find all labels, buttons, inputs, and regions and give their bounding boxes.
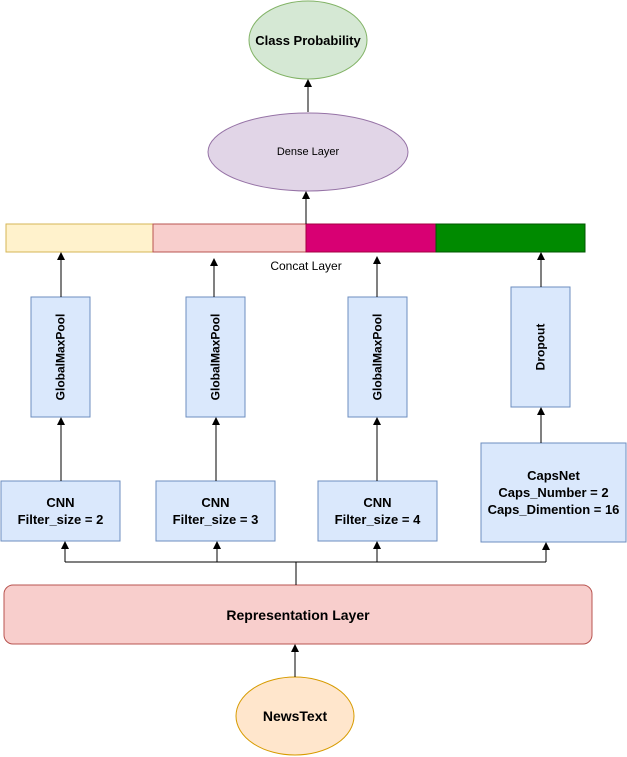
globalmaxpool-box-3 [347, 296, 408, 418]
dropout-label: Dropout [533, 323, 548, 371]
dense-layer-label: Dense Layer [276, 146, 340, 158]
concat-layer-label: Concat Layer [270, 259, 342, 273]
representation-layer-label: Representation Layer [226, 606, 370, 623]
globalmaxpool-label-1: GlobalMaxPool [53, 313, 68, 401]
cnn-box-3 [317, 480, 438, 542]
news-text-label: NewsText [262, 708, 328, 724]
concat-segment-yellow [5, 223, 154, 253]
capsnet-box [480, 442, 627, 543]
concat-segment-green [435, 223, 586, 253]
globalmaxpool-label-2: GlobalMaxPool [208, 313, 223, 401]
dropout-box [510, 286, 571, 408]
globalmaxpool-box-1 [30, 296, 91, 418]
globalmaxpool-label-3: GlobalMaxPool [370, 313, 385, 401]
cnn-box-2 [155, 480, 276, 542]
globalmaxpool-box-2 [185, 296, 246, 418]
concat-segment-magenta [305, 223, 437, 253]
cnn-box-1 [0, 480, 121, 542]
concat-segment-pink [152, 223, 307, 253]
class-probability-label: Class Probability [255, 32, 361, 48]
